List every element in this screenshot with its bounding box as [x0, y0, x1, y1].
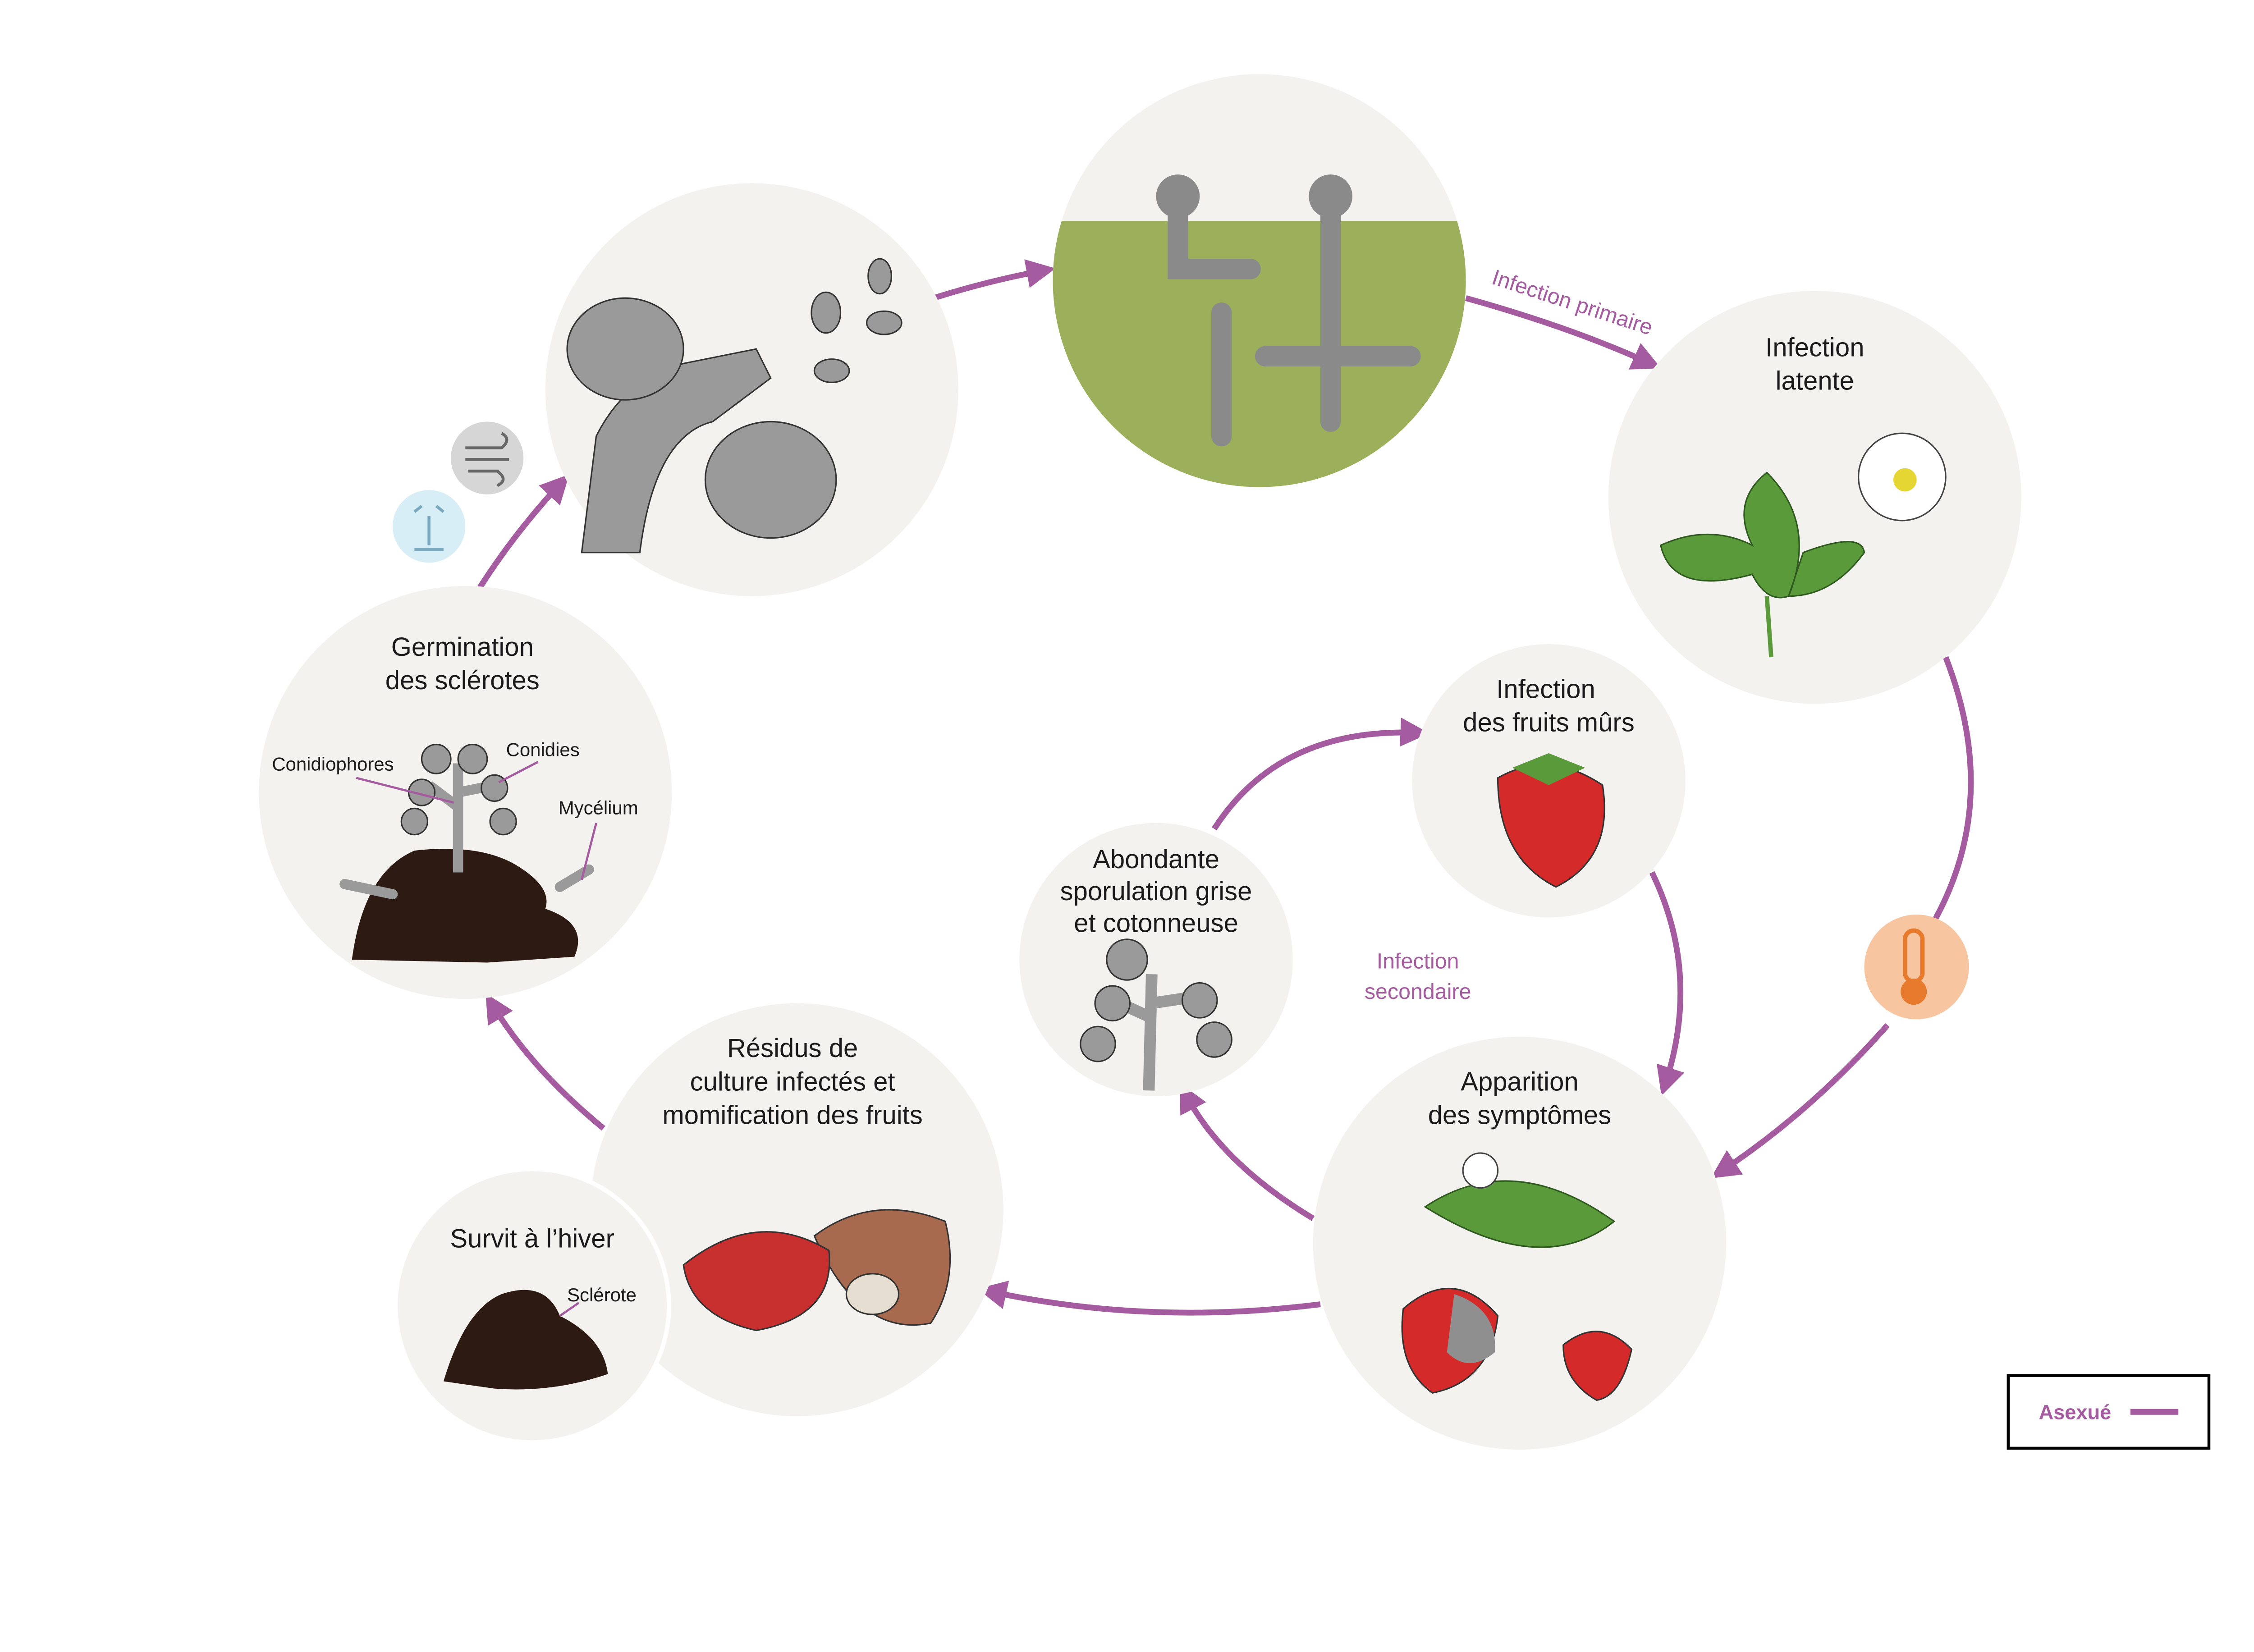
- stage-title: sporulation grise: [1060, 877, 1252, 906]
- stage-title: Apparition: [1461, 1067, 1578, 1096]
- legend-asexue-label: Asexué: [2039, 1400, 2112, 1423]
- stage-title: des fruits mûrs: [1463, 708, 1635, 737]
- mycelium-label: Mycélium: [559, 797, 638, 818]
- arrow-spores-to-tissue: [933, 259, 1056, 301]
- stage-title: des sclérotes: [385, 666, 540, 695]
- stage-sporulation: Abondante sporulation grise et cotonneus…: [1019, 823, 1293, 1097]
- wind-icon: [451, 421, 524, 494]
- arrow-sporulation-to-fruits: [1212, 717, 1429, 831]
- stage-title: momification des fruits: [662, 1101, 922, 1130]
- stage-title: Survit à l’hiver: [450, 1224, 614, 1254]
- arrow-symptoms-to-sporulation: [1180, 1083, 1315, 1221]
- water-splash-icon: [392, 490, 466, 563]
- disease-cycle-diagram: Infection primaire Infection latente Inf…: [259, 74, 2211, 1450]
- stage-survit-hiver: Survit à l’hiver Sclérote: [393, 1167, 671, 1445]
- conidies-label: Conidies: [506, 739, 580, 760]
- stage-germination-sclerotes: Germination des sclérotes Conidiophores …: [259, 586, 672, 999]
- strawberry-leaf-icon: [1660, 471, 1865, 599]
- arrow-residues-to-germination: [486, 993, 605, 1131]
- stage-title: des symptômes: [1428, 1101, 1611, 1130]
- arrow-thermo-to-symptoms: [1710, 1023, 1890, 1179]
- stage-infection-fruits-murs: Infection des fruits mûrs: [1412, 644, 1686, 918]
- stage-title: Infection: [1496, 674, 1595, 704]
- sclerote-icon: [443, 1290, 608, 1390]
- conidia-dispersal-illustration: [545, 183, 958, 596]
- stage-title: culture infectés et: [690, 1067, 895, 1096]
- stage-title: latente: [1776, 366, 1854, 396]
- sclerote-label: Sclérote: [567, 1284, 637, 1305]
- stage-residus-culture: Résidus de culture infectés et momificat…: [590, 1003, 1003, 1416]
- stage-title: et cotonneuse: [1074, 909, 1238, 938]
- stage-apparition-symptomes: Apparition des symptômes: [1313, 1036, 1727, 1450]
- arrow-symptoms-to-residues: [977, 1281, 1321, 1316]
- thermometer-humidity-icon: [1864, 915, 1969, 1020]
- stage-infection-latente: Infection latente: [1608, 291, 2021, 704]
- arrow-germination-to-spores: [477, 474, 569, 589]
- stage-title: Infection: [1765, 333, 1864, 362]
- infection-primaire-label: Infection primaire: [1489, 265, 1656, 340]
- arrow-latent-to-symptoms: [1913, 656, 1974, 955]
- legend: Asexué: [2007, 1374, 2211, 1450]
- infection-secondaire-label: Infection: [1377, 949, 1459, 973]
- arrow-fruits-to-symptoms: [1649, 871, 1685, 1096]
- stage-title: Germination: [391, 632, 534, 662]
- stage-title: Résidus de: [727, 1034, 858, 1063]
- infection-secondaire-label: secondaire: [1365, 979, 1471, 1004]
- stage-title: Abondante: [1093, 845, 1219, 874]
- conidiophores-label: Conidiophores: [272, 754, 394, 775]
- mummified-strawberry-icon: [683, 1231, 830, 1332]
- arrow-primary-infection: [1465, 295, 1661, 370]
- plant-tissue-infection-illustration: [1053, 74, 1466, 487]
